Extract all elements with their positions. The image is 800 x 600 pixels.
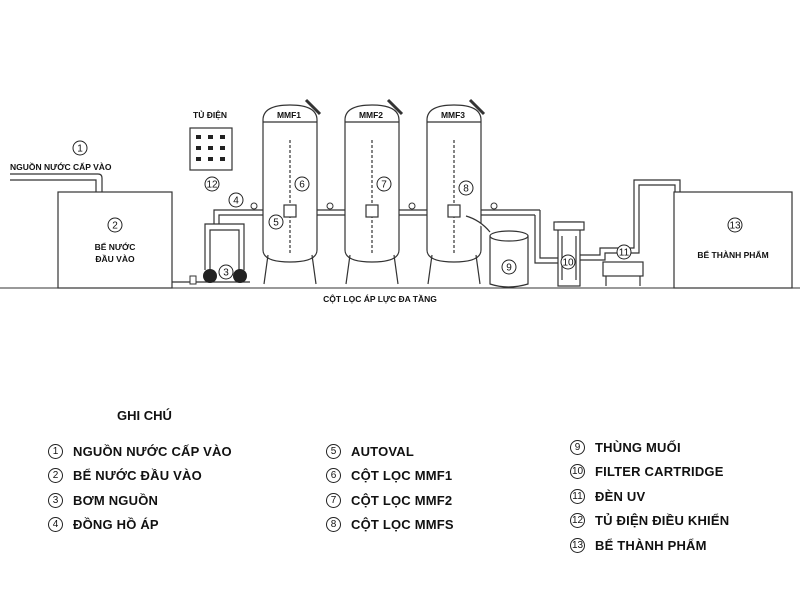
legend-column-3: 9 THÙNG MUỐI 10 FILTER CARTRIDGE 11 ĐÈN UV 12 T… (570, 435, 729, 558)
filter-cartridge (553, 221, 585, 287)
legend-text: FILTER CARTRIDGE (595, 464, 724, 480)
legend-item: 5 AUTOVAL (326, 439, 454, 464)
source-pump (189, 269, 247, 285)
legend-item: 1 NGUỒN NƯỚC CẤP VÀO (48, 439, 232, 464)
marker-13-text: 13 (729, 221, 741, 232)
legend-title: GHI CHÚ (117, 408, 172, 423)
pressure-gauge (408, 202, 416, 210)
marker-12 (204, 176, 220, 192)
inlet-tank-label-1: BỂ NƯỚC (95, 241, 136, 252)
marker-2 (107, 217, 123, 233)
legend-item: 2 BỂ NƯỚC ĐẦU VÀO (48, 464, 232, 489)
marker-10 (560, 254, 576, 270)
legend-number: 13 (570, 537, 585, 553)
legend-text: BƠM NGUỒN (73, 492, 159, 508)
legend-text: CỘT LỌC MMF2 (351, 492, 453, 508)
marker-7-text: 7 (381, 180, 387, 191)
legend-text: AUTOVAL (351, 443, 415, 459)
filter-system-label: CỘT LỌC ÁP LỰC ĐA TẦNG (323, 293, 437, 304)
legend-number: 7 (326, 492, 341, 508)
legend-number: 6 (326, 468, 341, 484)
marker-7 (376, 176, 392, 192)
legend-number: 11 (570, 488, 585, 504)
marker-12-text: 12 (206, 180, 218, 191)
legend-text: NGUỒN NƯỚC CẤP VÀO (73, 443, 232, 459)
inlet-tank-label-2: ĐẦU VÀO (95, 254, 135, 264)
marker-13 (727, 217, 743, 233)
legend-number: 12 (570, 513, 585, 529)
marker-10-text: 10 (562, 258, 574, 269)
legend-text: TỦ ĐIỆN ĐIỀU KHIỂN (595, 513, 730, 529)
legend-item: 12 TỦ ĐIỆN ĐIỀU KHIỂN (570, 509, 729, 534)
legend-text: CỘT LỌC MMFS (351, 517, 454, 533)
legend-item: 11 ĐÈN UV (570, 484, 729, 509)
legend-text: ĐỒNG HỒ ÁP (73, 517, 159, 533)
legend-column-1: 1 NGUỒN NƯỚC CẤP VÀO 2 BỂ NƯỚC ĐẦU VÀO 3 BƠM … (48, 439, 232, 537)
marker-5-text: 5 (273, 218, 279, 229)
marker-1 (72, 140, 88, 156)
legend-item: 4 ĐỒNG HỒ ÁP (48, 513, 232, 538)
legend-item: 8 CỘT LỌC MMFS (326, 513, 454, 538)
legend-item: 9 THÙNG MUỐI (570, 435, 729, 460)
marker-9-text: 9 (506, 263, 512, 274)
pressure-gauge (250, 202, 258, 210)
marker-11-text: 11 (619, 248, 630, 259)
marker-4 (228, 192, 244, 208)
marker-6 (294, 176, 310, 192)
marker-6-text: 6 (299, 180, 305, 191)
product-tank (673, 191, 793, 289)
marker-2-text: 2 (112, 221, 118, 232)
marker-8-text: 8 (463, 184, 469, 195)
marker-3 (218, 264, 234, 280)
uv-piping (580, 179, 681, 261)
legend-number: 3 (48, 492, 63, 508)
legend-number: 4 (48, 517, 63, 533)
mmf3-column (426, 98, 486, 285)
marker-1-text: 1 (77, 144, 83, 155)
marker-5 (268, 214, 284, 230)
source-water-label: NGUỒN NƯỚC CẤP VÀO (10, 161, 112, 172)
product-tank-label: BỂ THÀNH PHẨM (697, 249, 768, 260)
legend-number: 2 (48, 468, 63, 484)
source-water-pipe (10, 173, 103, 196)
legend-number: 5 (326, 443, 341, 459)
pressure-gauge (326, 202, 334, 210)
inlet-tank (57, 191, 173, 289)
legend-text: BỂ NƯỚC ĐẦU VÀO (73, 468, 202, 484)
mmf3-label: MMF3 (441, 110, 465, 120)
legend-item: 13 BỂ THÀNH PHẨM (570, 533, 729, 558)
legend-item: 6 CỘT LỌC MMF1 (326, 464, 454, 489)
legend-column-2: 5 AUTOVAL 6 CỘT LỌC MMF1 7 CỘT LỌC MMF2 8 CỘT L… (326, 439, 454, 537)
mmf1-column (262, 98, 322, 285)
legend-item: 3 BƠM NGUỒN (48, 488, 232, 513)
control-cabinet-label: TỦ ĐIỆN (193, 109, 227, 120)
marker-4-text: 4 (233, 196, 239, 207)
legend-number: 10 (570, 464, 585, 480)
legend-item: 7 CỘT LỌC MMF2 (326, 488, 454, 513)
marker-11 (616, 244, 632, 260)
legend-text: CỘT LỌC MMF1 (351, 468, 453, 484)
legend-text: BỂ THÀNH PHẨM (595, 537, 707, 553)
legend-number: 1 (48, 443, 63, 459)
uv-lamp (602, 261, 644, 286)
mmf2-label: MMF2 (359, 110, 383, 120)
legend-text: THÙNG MUỐI (595, 439, 681, 455)
marker-9 (501, 259, 517, 275)
legend-item: 10 FILTER CARTRIDGE (570, 460, 729, 485)
legend-number: 8 (326, 517, 341, 533)
water-treatment-diagram: 1 NGUỒN NƯỚC CẤP VÀO 2 BỂ NƯỚC ĐẦU VÀO T… (0, 98, 800, 304)
legend-text: ĐÈN UV (595, 488, 646, 504)
legend-number: 9 (570, 439, 585, 455)
marker-3-text: 3 (223, 268, 229, 279)
mmf1-label: MMF1 (277, 110, 301, 120)
marker-8 (458, 180, 474, 196)
pressure-gauge (490, 202, 498, 210)
mmf2-column (344, 98, 404, 285)
control-cabinet (189, 127, 233, 171)
